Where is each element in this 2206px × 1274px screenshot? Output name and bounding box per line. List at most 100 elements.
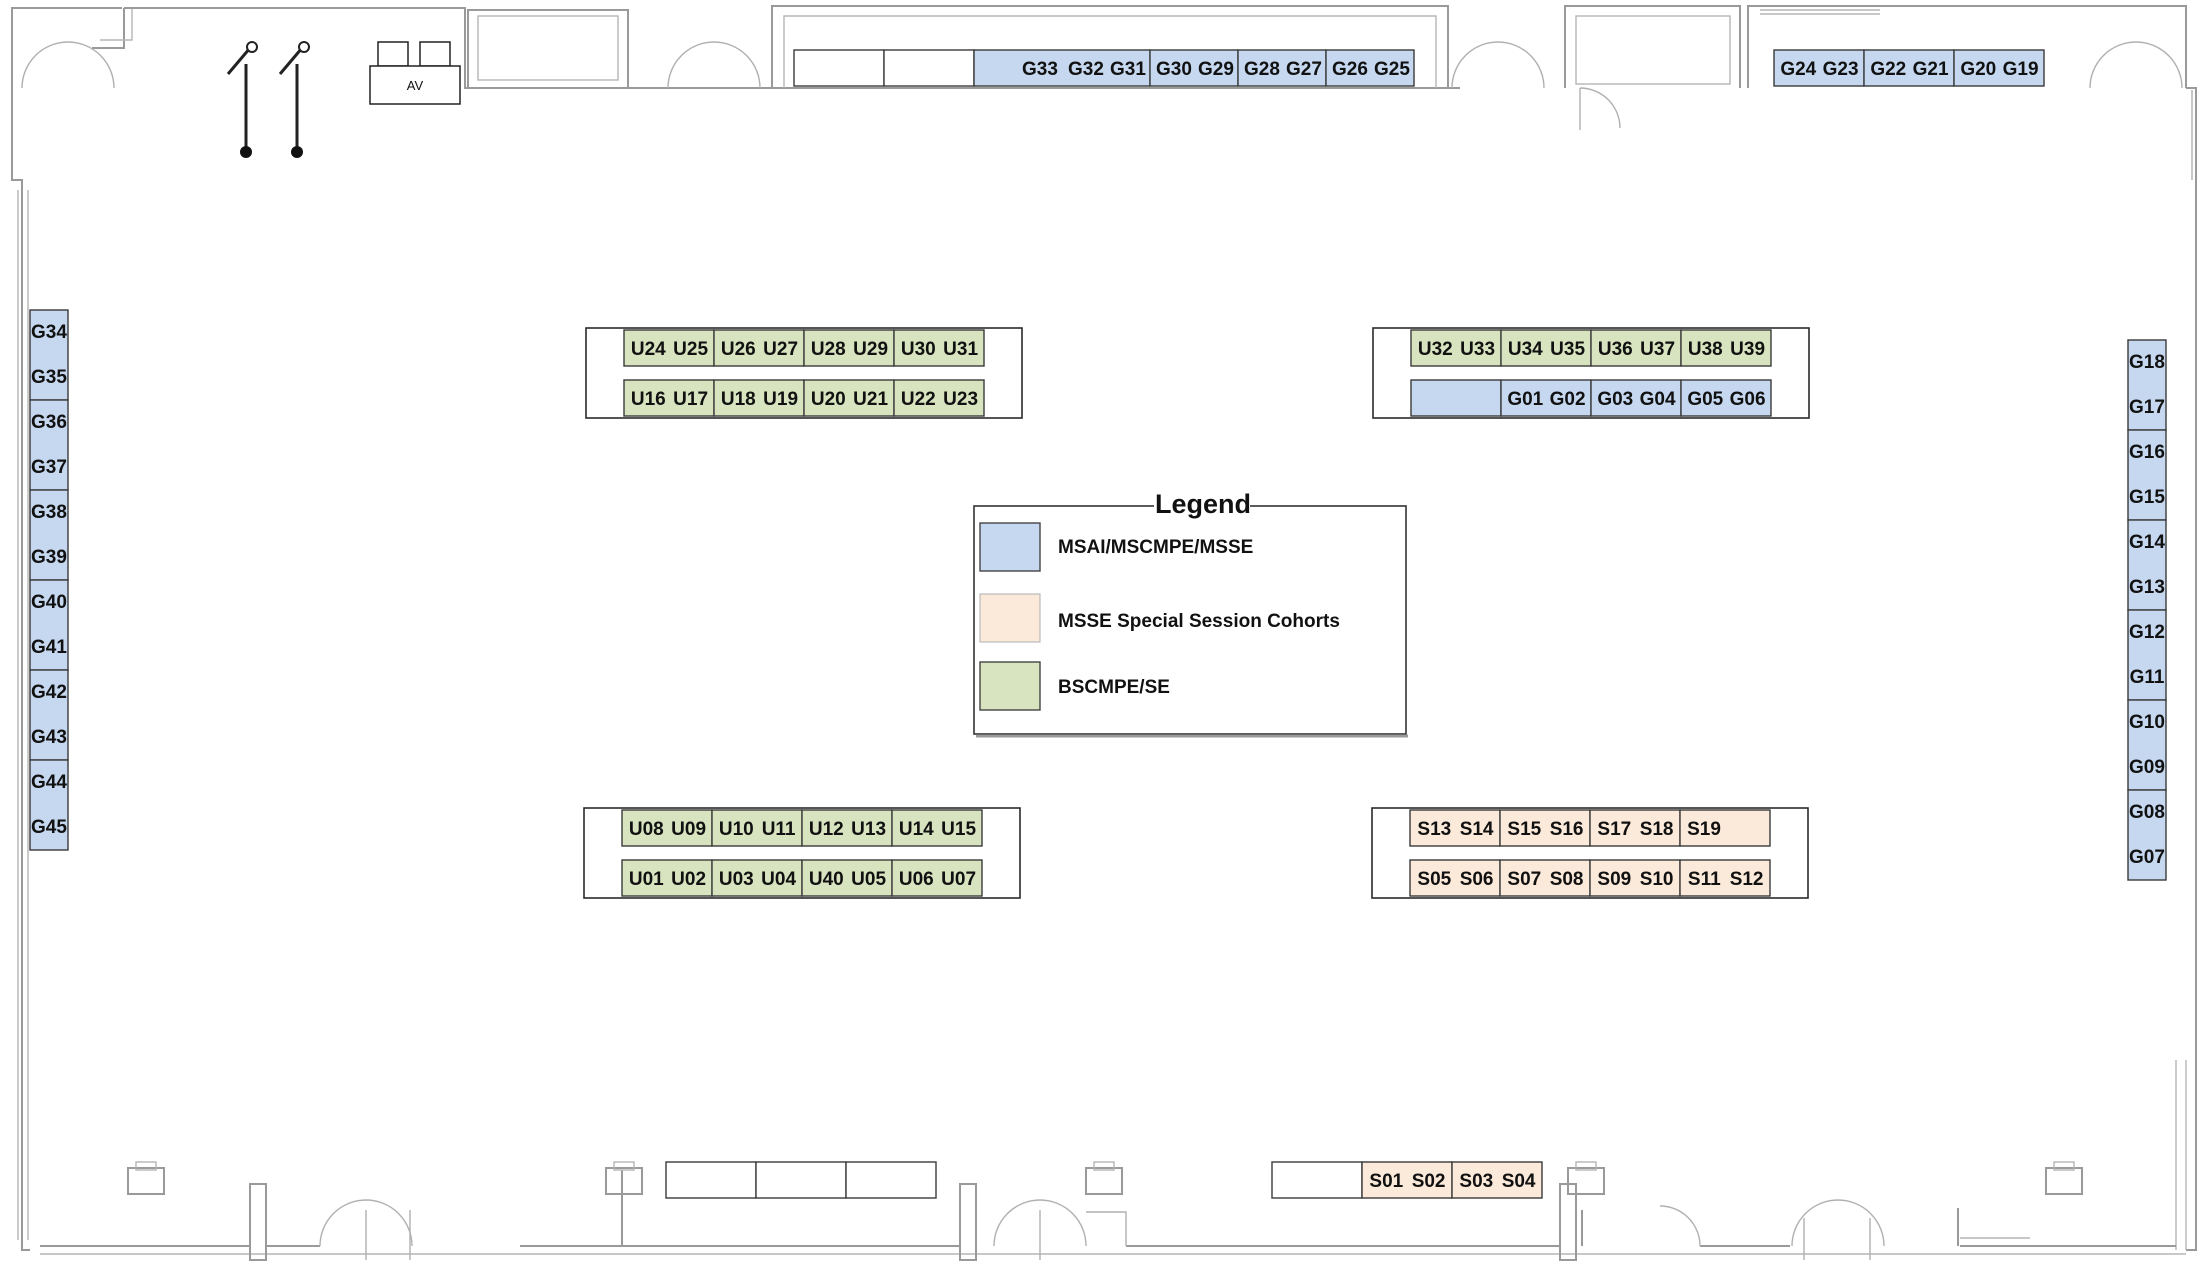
seat-label: S16 [1550,819,1584,840]
seat-cell [1409,809,1501,847]
seat-cell [801,859,893,897]
seat-label: U28 [811,339,846,360]
seat-label: G14 [2129,532,2165,553]
seat-label: S19 [1687,819,1721,840]
seat-label: U23 [943,389,978,410]
seat-label: G07 [2129,847,2165,868]
seat-cell [1680,379,1772,417]
seat-label: U18 [721,389,756,410]
seat-label: U19 [763,389,798,410]
seat-label: G32 [1068,59,1104,80]
seat-label: G33 [1022,59,1058,80]
seat-label: U04 [761,869,796,890]
seat-label: U29 [853,339,888,360]
seat-label: G15 [2129,487,2165,508]
seat-cell [891,809,983,847]
seat-label: U03 [719,869,754,890]
seat-label: G16 [2129,442,2165,463]
seat-label: G08 [2129,802,2165,823]
seat-label: S18 [1640,819,1674,840]
empty-table [845,1161,937,1199]
seat-label: G03 [1597,389,1633,410]
seat-label: U08 [629,819,664,840]
seat-label: U02 [671,869,706,890]
seat-label: G28 [1244,59,1280,80]
seat-label: G27 [1286,59,1322,80]
seat-label: G36 [31,412,67,433]
seat-cell [2127,339,2167,431]
seat-cell [1679,859,1771,897]
av-label: AV [407,78,424,93]
seat-cell [29,759,69,851]
seat-label: G22 [1870,59,1906,80]
seat-label: U16 [631,389,666,410]
seat-cell [1679,809,1771,847]
seat-label: S05 [1417,869,1451,890]
seat-label: G23 [1823,59,1859,80]
seat-cell [893,329,985,367]
seat-label: G35 [31,367,67,388]
seat-label: G24 [1780,59,1816,80]
legend-swatch-msai [979,522,1041,572]
seat-cell [1499,859,1591,897]
seat-label: G43 [31,727,67,748]
seat-label: U36 [1598,339,1633,360]
seat-cell [893,379,985,417]
seat-label: G11 [2130,667,2165,688]
seat-cell [711,859,803,897]
seat-label: G05 [1687,389,1723,410]
seat-cell [1773,49,1865,87]
seat-label: U33 [1460,339,1495,360]
empty-table [1271,1161,1363,1199]
seat-label: G31 [1110,59,1146,80]
seat-cell [1410,329,1502,367]
seat-label: U32 [1418,339,1453,360]
seat-label: S09 [1597,869,1631,890]
legend-label-msai: MSAI/MSCMPE/MSSE [1058,537,1253,558]
seat-label: G45 [31,817,67,838]
seat-label: U25 [673,339,708,360]
seat-label: G04 [1640,389,1676,410]
seat-cell [2127,519,2167,611]
seat-label: U39 [1730,339,1765,360]
legend-swatch-bscmpe [979,661,1041,711]
seat-cell [973,49,1151,87]
seat-label: G10 [2129,712,2165,733]
seat-cell [1325,49,1415,87]
seat-label: U40 [809,869,844,890]
seat-cell [891,859,983,897]
microphone-stand-icon [226,41,258,158]
av-equipment-icon: AV [369,41,461,105]
seat-cell [621,809,713,847]
seat-label: U38 [1688,339,1723,360]
seat-label: G34 [31,322,67,343]
seat-cell [1589,859,1681,897]
seat-label: U35 [1550,339,1585,360]
seat-label: G12 [2129,622,2165,643]
seat-label: G25 [1374,59,1410,80]
seat-label: U20 [811,389,846,410]
legend-label-msse-special: MSSE Special Session Cohorts [1058,611,1340,632]
seat-label: U09 [671,819,706,840]
seat-cell [29,399,69,491]
seat-label: S14 [1460,819,1494,840]
seat-label: U14 [899,819,934,840]
seat-cell [713,329,805,367]
seat-cell [2127,609,2167,701]
seat-label: S08 [1550,869,1584,890]
seat-label: G41 [31,637,67,658]
seat-label: G29 [1198,59,1234,80]
seat-label: G42 [31,682,67,703]
seat-label: U05 [851,869,886,890]
seat-label: G02 [1550,389,1586,410]
seat-cell [1589,809,1681,847]
seat-label: G39 [31,547,67,568]
seat-label: S17 [1597,819,1631,840]
room-walls [11,5,2197,1261]
seat-label: U15 [941,819,976,840]
empty-table [883,49,975,87]
seat-label: S07 [1507,869,1541,890]
seat-cell [2127,699,2167,791]
seat-label: G01 [1507,389,1543,410]
